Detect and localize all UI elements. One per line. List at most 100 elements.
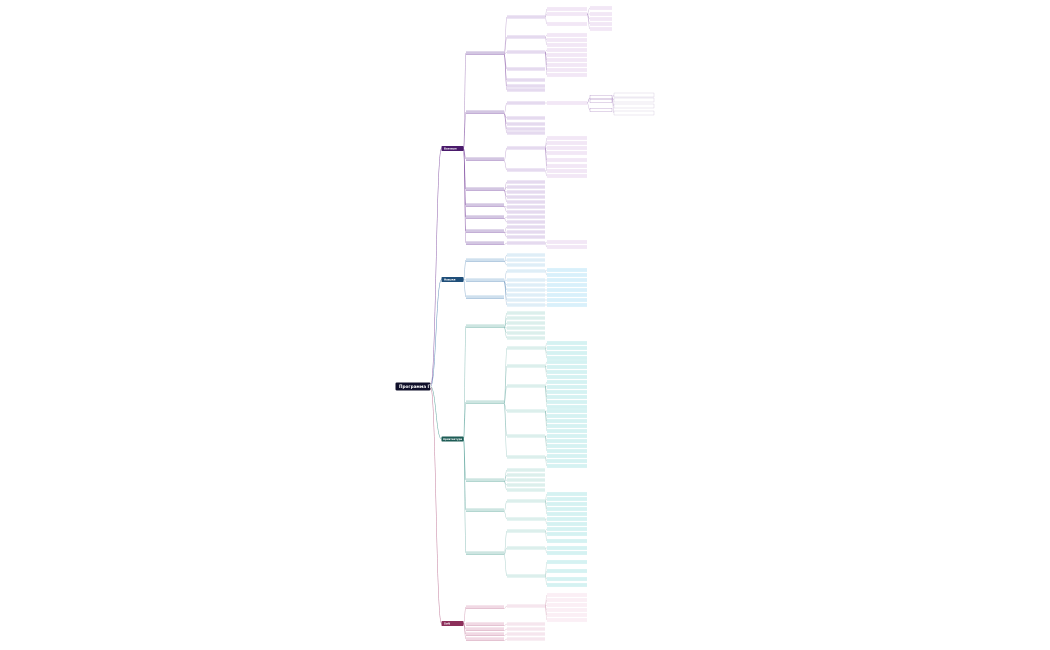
topic-node[interactable]	[507, 195, 545, 199]
branch-node-soft[interactable]: Soft	[441, 621, 464, 626]
topic-node[interactable]	[507, 546, 545, 550]
topic-node[interactable]	[507, 215, 545, 219]
topic-node[interactable]	[466, 203, 504, 207]
topic-node[interactable]	[466, 622, 504, 626]
topic-node[interactable]	[466, 215, 504, 219]
topic-node[interactable]	[547, 429, 587, 433]
topic-node[interactable]	[547, 298, 587, 302]
topic-node[interactable]	[547, 583, 587, 587]
topic-node[interactable]	[547, 405, 587, 409]
topic-node[interactable]	[547, 434, 587, 438]
topic-node[interactable]	[466, 637, 504, 641]
topic-node[interactable]	[547, 370, 587, 374]
topic-node[interactable]	[466, 605, 504, 609]
topic-node[interactable]	[547, 278, 587, 282]
topic-node[interactable]	[507, 185, 545, 189]
topic-node[interactable]	[547, 424, 587, 428]
topic-node[interactable]	[613, 103, 655, 109]
topic-node[interactable]	[547, 502, 587, 506]
topic-node[interactable]	[507, 499, 545, 503]
topic-node[interactable]	[507, 205, 545, 209]
topic-node[interactable]	[547, 43, 587, 47]
topic-node[interactable]	[507, 269, 545, 273]
topic-node[interactable]	[507, 253, 545, 257]
topic-node[interactable]	[547, 464, 587, 468]
topic-node[interactable]	[547, 618, 587, 622]
topic-node[interactable]	[466, 400, 504, 404]
topic-node[interactable]	[466, 157, 504, 161]
topic-node[interactable]	[507, 574, 545, 578]
topic-node[interactable]	[507, 200, 545, 204]
topic-node[interactable]	[547, 375, 587, 379]
topic-node[interactable]	[507, 364, 545, 368]
topic-node[interactable]	[589, 99, 613, 103]
topic-node[interactable]	[547, 532, 587, 536]
topic-node[interactable]	[547, 158, 587, 162]
topic-node[interactable]	[507, 78, 545, 82]
topic-node[interactable]	[547, 539, 587, 543]
topic-node[interactable]	[589, 108, 613, 112]
topic-node[interactable]	[507, 84, 545, 88]
topic-node[interactable]	[466, 241, 504, 245]
topic-node[interactable]	[547, 512, 587, 516]
topic-node[interactable]	[507, 230, 545, 234]
topic-node[interactable]	[466, 551, 504, 555]
topic-node[interactable]	[507, 210, 545, 214]
topic-node[interactable]	[613, 92, 655, 98]
topic-node[interactable]	[547, 293, 587, 297]
topic-node[interactable]	[507, 127, 545, 131]
topic-node[interactable]	[547, 439, 587, 443]
topic-node[interactable]	[547, 409, 587, 413]
topic-node[interactable]	[547, 560, 587, 564]
topic-node[interactable]	[507, 478, 545, 482]
topic-node[interactable]	[613, 97, 655, 103]
topic-node[interactable]	[507, 263, 545, 267]
topic-node[interactable]	[547, 73, 587, 77]
topic-node[interactable]	[547, 360, 587, 364]
topic-node[interactable]	[507, 483, 545, 487]
topic-node[interactable]	[507, 517, 545, 521]
topic-node[interactable]	[507, 316, 545, 320]
topic-node[interactable]	[507, 288, 545, 292]
topic-node[interactable]	[547, 593, 587, 597]
topic-node[interactable]	[547, 522, 587, 526]
topic-node[interactable]	[547, 395, 587, 399]
topic-node[interactable]	[547, 569, 587, 573]
topic-node[interactable]	[547, 12, 587, 16]
topic-node[interactable]	[507, 116, 545, 120]
topic-node[interactable]	[507, 384, 545, 388]
topic-node[interactable]	[547, 414, 587, 418]
topic-node[interactable]	[547, 164, 587, 168]
topic-node[interactable]	[507, 146, 545, 150]
topic-node[interactable]	[466, 627, 504, 631]
topic-node[interactable]	[547, 240, 587, 244]
topic-node[interactable]	[547, 551, 587, 555]
topic-node[interactable]	[466, 478, 504, 482]
topic-node[interactable]	[507, 529, 545, 533]
topic-node[interactable]	[507, 101, 545, 105]
topic-node[interactable]	[466, 508, 504, 512]
branch-node-skills[interactable]: Навыки	[441, 277, 464, 282]
topic-node[interactable]	[547, 419, 587, 423]
topic-node[interactable]	[507, 627, 545, 631]
topic-node[interactable]	[547, 268, 587, 272]
topic-node[interactable]	[547, 68, 587, 72]
topic-node[interactable]	[547, 546, 587, 550]
topic-node[interactable]	[507, 67, 545, 71]
topic-node[interactable]	[547, 58, 587, 62]
topic-node[interactable]	[507, 488, 545, 492]
topic-node[interactable]	[590, 17, 612, 21]
topic-node[interactable]	[547, 459, 587, 463]
topic-node[interactable]	[507, 298, 545, 302]
topic-node[interactable]	[507, 303, 545, 307]
topic-node[interactable]	[547, 346, 587, 350]
topic-node[interactable]	[507, 235, 545, 239]
topic-node[interactable]	[547, 527, 587, 531]
topic-node[interactable]	[547, 577, 587, 581]
topic-node[interactable]	[590, 12, 612, 16]
topic-node[interactable]	[547, 385, 587, 389]
topic-node[interactable]	[507, 88, 545, 92]
topic-node[interactable]	[507, 35, 545, 39]
topic-node[interactable]	[507, 190, 545, 194]
topic-node[interactable]	[547, 7, 587, 11]
